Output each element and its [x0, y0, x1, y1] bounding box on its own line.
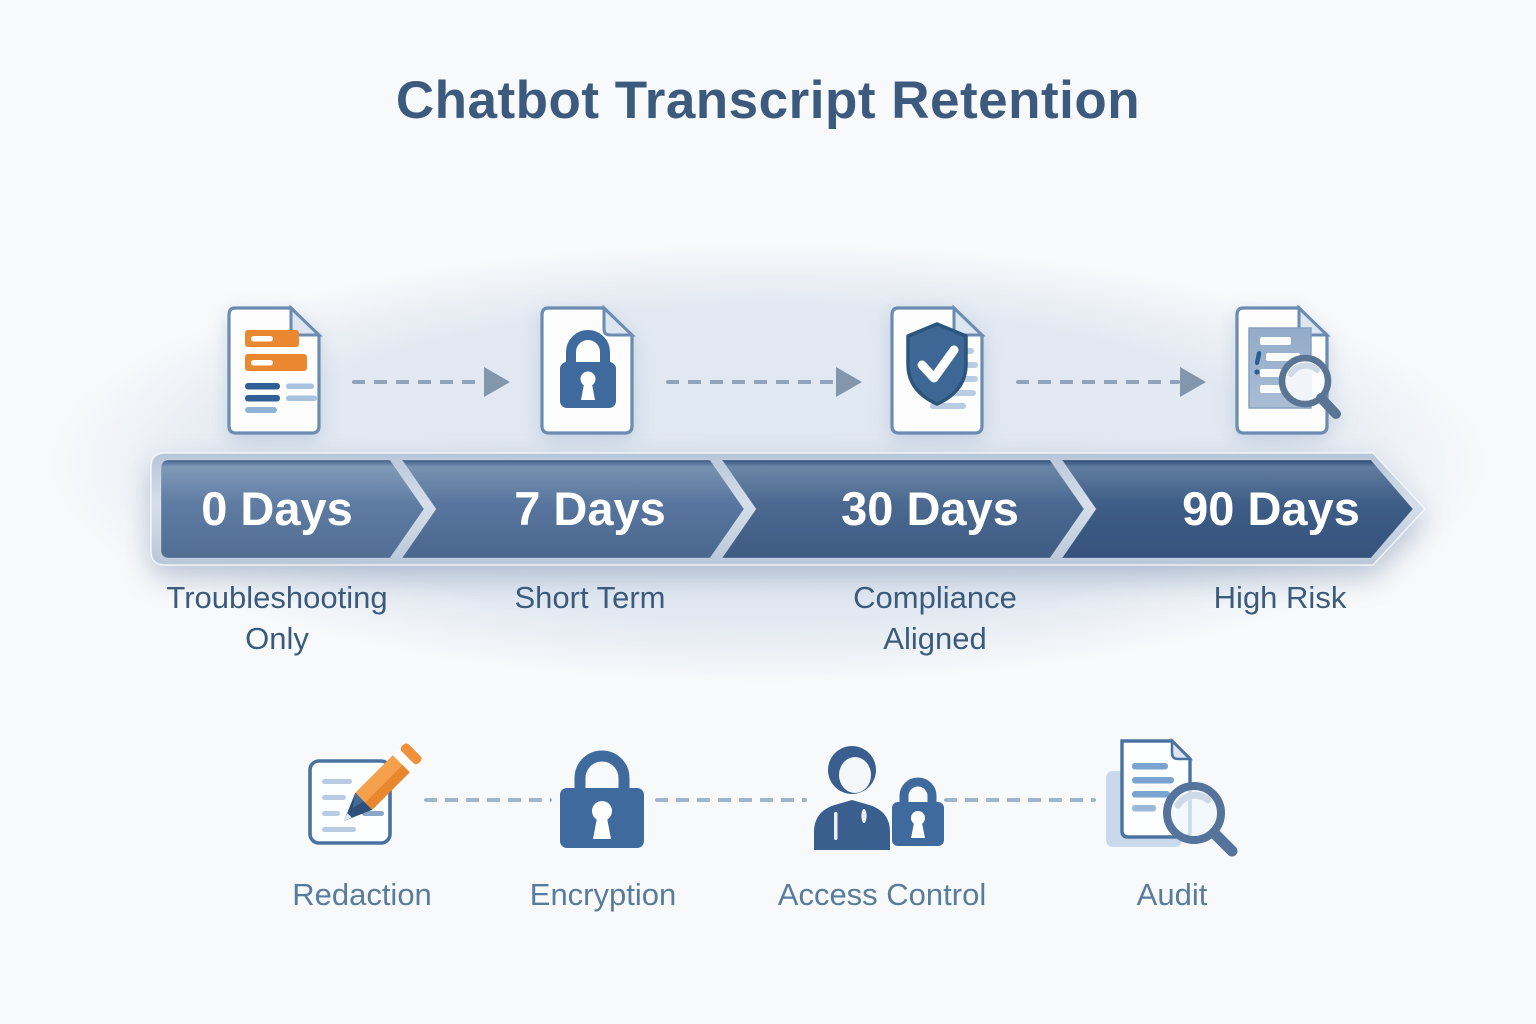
safeguard-label-encryption: Encryption: [529, 877, 677, 912]
timeline-segment-90-days: [1061, 459, 1414, 559]
page-title: Chatbot Transcript Retention: [395, 71, 1141, 130]
redacted-transcript-document-icon: [227, 304, 323, 435]
user-with-padlock-icon: [814, 746, 944, 850]
arrow-right-icon: [1016, 367, 1206, 397]
dashed-line: [352, 380, 484, 384]
dashed-connector: [655, 798, 807, 802]
timeline-segment-30-days: [721, 459, 1085, 559]
dashed-connector: [944, 798, 1096, 802]
timeline-segment-0-days: [160, 459, 425, 559]
segment-duration-90-days: 90 Days: [1182, 482, 1360, 535]
dashed-line: [666, 380, 836, 384]
document-magnifier-icon: [1235, 304, 1341, 435]
shield-check-document-icon: [890, 304, 986, 435]
padlock-icon: [560, 750, 644, 848]
segment-duration-0-days: 0 Days: [201, 482, 353, 535]
stage-label-short-term: Short Term: [514, 580, 666, 615]
locked-document-icon: [540, 304, 636, 435]
safeguard-label-audit: Audit: [1136, 877, 1208, 912]
safeguard-label-access-control: Access Control: [777, 877, 987, 912]
arrow-head: [484, 367, 510, 397]
segment-duration-30-days: 30 Days: [841, 482, 1019, 535]
pencil-document-icon: [308, 743, 422, 845]
arrow-right-icon: [352, 367, 510, 397]
document-with-magnifier-icon: [1106, 737, 1238, 857]
arrow-head: [836, 367, 862, 397]
dashed-connector: [424, 798, 552, 802]
segment-duration-7-days: 7 Days: [514, 482, 666, 535]
safeguard-label-redaction: Redaction: [292, 877, 432, 912]
stage-label-troubleshooting-only: Troubleshooting Only: [166, 580, 388, 656]
arrow-right-icon: [666, 367, 862, 397]
stage-label-compliance-aligned: Compliance Aligned: [853, 580, 1017, 656]
timeline-segment-7-days: [401, 459, 745, 559]
stage-label-high-risk: High Risk: [1213, 580, 1347, 615]
arrow-head: [1180, 367, 1206, 397]
dashed-line: [1016, 380, 1180, 384]
retention-timeline-banner: 0 Days 7 Days 30 Days 90 Days: [150, 452, 1427, 566]
